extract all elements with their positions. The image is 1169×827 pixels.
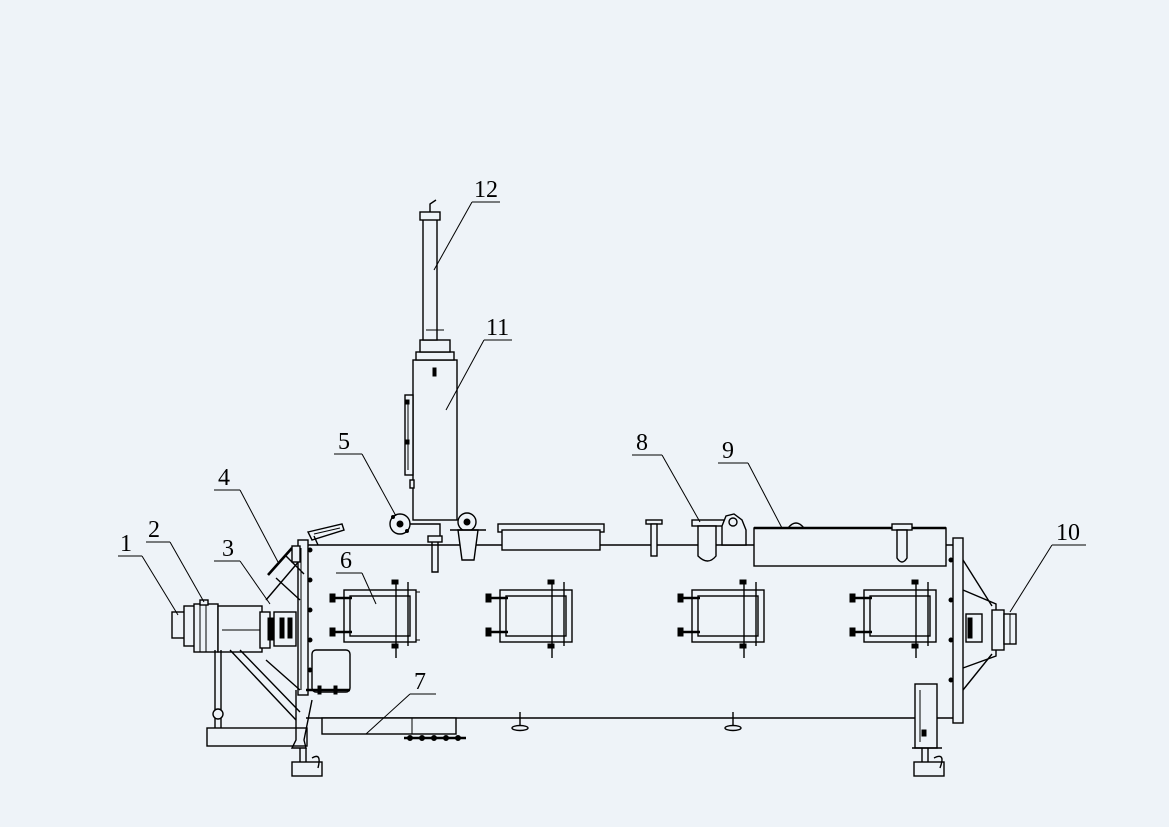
left-support-frame: [206, 559, 323, 777]
callout-10: 10: [1056, 520, 1080, 546]
leader-lines: [118, 201, 1086, 735]
bottom-conveyor: [321, 717, 466, 741]
cleaning-unit-2: [485, 579, 573, 658]
feed-chute: [267, 545, 305, 601]
riser-pipe: [419, 199, 444, 341]
drive-motor: [171, 599, 219, 653]
vertical-tank: [404, 339, 458, 521]
callout-1: 1: [120, 531, 132, 557]
callout-2: 2: [148, 517, 160, 543]
drive-coupling: [273, 611, 297, 647]
callout-4: 4: [218, 465, 230, 491]
left-plate-bolts: [307, 547, 313, 673]
callout-11: 11: [486, 315, 509, 341]
callout-6: 6: [340, 548, 352, 574]
top-piping: [450, 512, 663, 561]
drive-gearbox: [217, 605, 275, 653]
callout-labels: 1 2 3 4 5 6 7 8 9 10 11 12: [120, 177, 1080, 695]
callout-3: 3: [222, 536, 234, 562]
left-end-plate: [297, 539, 313, 696]
top-left-hopper: [306, 523, 345, 546]
bottom-feet: [511, 712, 742, 732]
control-box: [306, 649, 351, 695]
right-end-plate: [948, 537, 964, 724]
horizontal-tank: [753, 522, 947, 567]
right-support: [912, 683, 945, 777]
callout-12: 12: [474, 177, 498, 203]
callout-5: 5: [338, 429, 350, 455]
right-drive: [962, 559, 1017, 691]
callout-9: 9: [722, 438, 734, 464]
cleaning-unit-4: [849, 579, 937, 658]
cleaning-unit-3: [677, 579, 765, 658]
cleaning-unit-1: [329, 579, 420, 658]
hopper-8: [691, 513, 747, 562]
callout-8: 8: [636, 430, 648, 456]
valve: [389, 513, 443, 573]
callout-7: 7: [414, 669, 426, 695]
cleaning-units: [329, 579, 937, 658]
